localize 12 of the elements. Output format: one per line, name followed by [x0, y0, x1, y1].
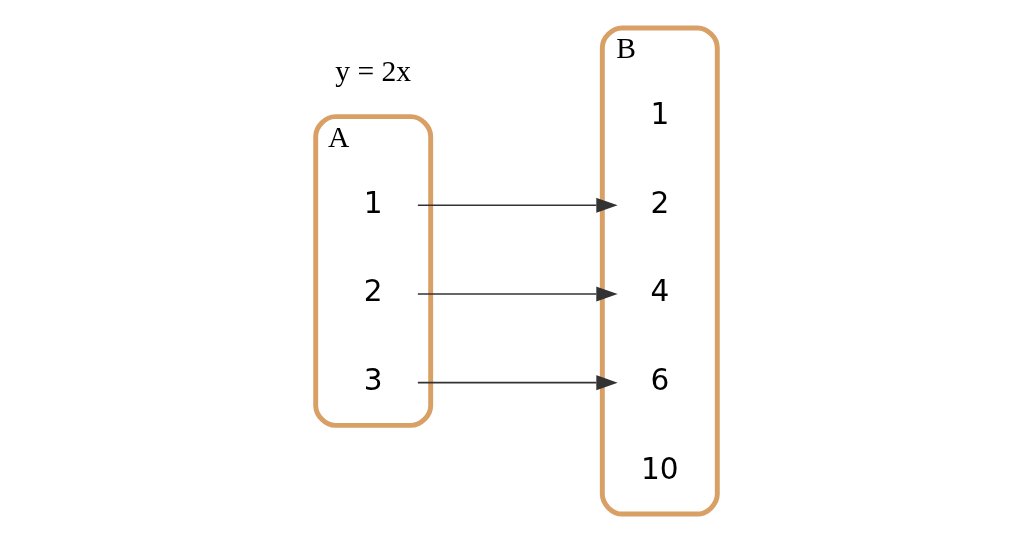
node-text: 6: [649, 362, 669, 397]
node-text: 10: [640, 451, 679, 486]
node-text: 4: [649, 274, 669, 309]
node-text: 2: [363, 274, 383, 309]
node-text: 1: [363, 185, 383, 220]
arrow: [416, 286, 618, 302]
node-text: 2: [649, 185, 669, 220]
arrow: [416, 197, 618, 213]
arrow: [416, 375, 618, 391]
node-text: 3: [363, 362, 383, 397]
node-text: 1: [649, 96, 669, 131]
label: y = 2x: [334, 55, 411, 88]
